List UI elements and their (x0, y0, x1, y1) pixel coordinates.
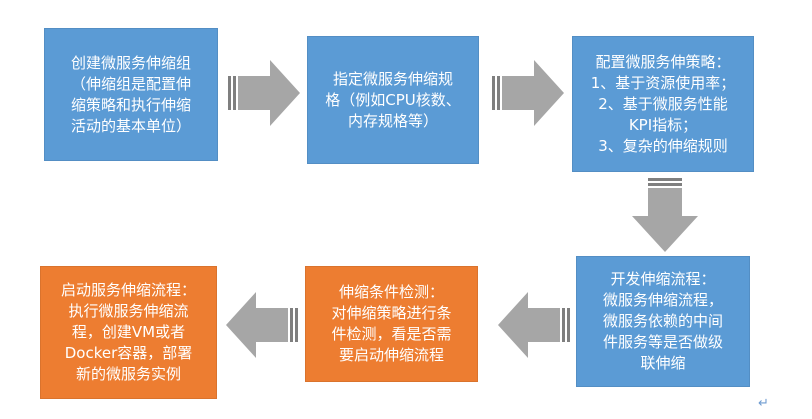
arrow-down-icon (632, 178, 698, 252)
step-launch-scaling-flow-text: 启动服务伸缩流程： 执行微服务伸缩流 程，创建VM或者 Docker容器，部署 … (60, 281, 196, 383)
paragraph-return-icon: ↵ (758, 396, 769, 411)
step-create-scaling-group: 创建微服务伸缩组 （伸缩组是配置伸 缩策略和执行伸缩 活动的基本单位） (44, 28, 218, 161)
step-specify-scaling-spec-text: 指定微服务伸缩规 格（例如CPU核数、 内存规格等） (325, 69, 461, 130)
arrow-left-1-icon (498, 292, 570, 358)
step-create-scaling-group-text: 创建微服务伸缩组 （伸缩组是配置伸 缩策略和执行伸缩 活动的基本单位） (70, 53, 191, 135)
step-condition-check-text: 伸缩条件检测： 对伸缩策略进行条 件检测，看是否需 要启动伸缩流程 (331, 283, 452, 364)
step-launch-scaling-flow: 启动服务伸缩流程： 执行微服务伸缩流 程，创建VM或者 Docker容器，部署 … (40, 266, 217, 399)
step-develop-scaling-flow: 开发伸缩流程： 微服务伸缩流程， 微服务依赖的中间 件服务等是否做级 联伸缩 (576, 256, 750, 387)
arrow-right-1-icon (228, 60, 300, 126)
step-develop-scaling-flow-text: 开发伸缩流程： 微服务伸缩流程， 微服务依赖的中间 件服务等是否做级 联伸缩 (602, 270, 723, 372)
step-configure-policy-text: 配置微服务伸策略： 1、基于资源使用率； 2、基于微服务性能 KPI指标； 3、… (590, 52, 736, 155)
step-condition-check: 伸缩条件检测： 对伸缩策略进行条 件检测，看是否需 要启动伸缩流程 (305, 266, 478, 382)
arrow-right-2-icon (492, 60, 564, 126)
step-configure-policy: 配置微服务伸策略： 1、基于资源使用率； 2、基于微服务性能 KPI指标； 3、… (572, 36, 754, 172)
step-specify-scaling-spec: 指定微服务伸缩规 格（例如CPU核数、 内存规格等） (307, 36, 479, 164)
arrow-left-2-icon (226, 292, 298, 358)
